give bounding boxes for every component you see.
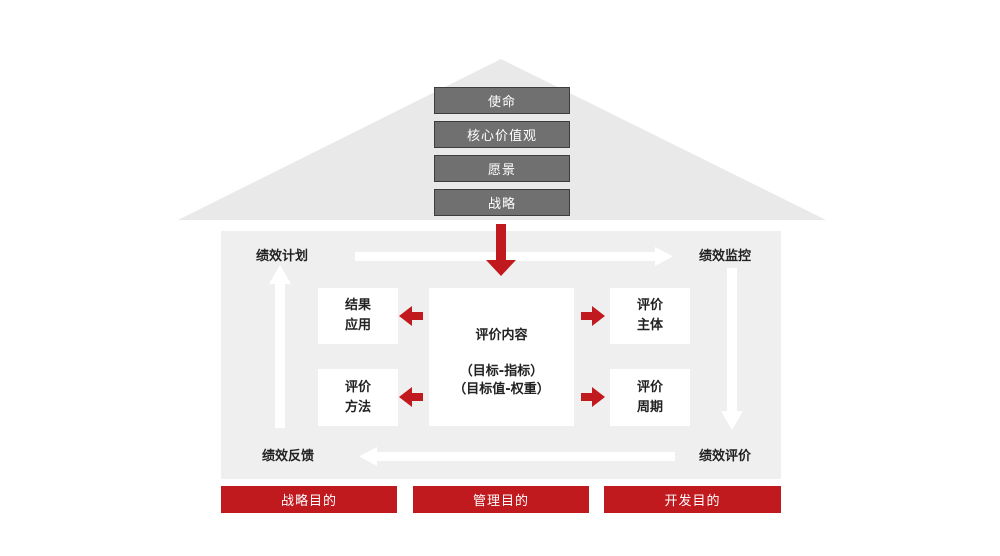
foundation-strategic-purpose: 战略目的	[221, 486, 397, 513]
foundation-management-purpose: 管理目的	[413, 486, 589, 513]
box-evaluation-subject-line1: 评价	[636, 298, 663, 313]
box-evaluation-method: 评价 方法	[318, 369, 398, 426]
roof-item-core-values: 核心价值观	[434, 121, 570, 148]
roof-item-strategy: 战略	[434, 189, 570, 216]
box-evaluation-subject: 评价 主体	[610, 288, 690, 344]
box-evaluation-content: 评价内容 （目标-指标） （目标值-权重）	[429, 288, 574, 426]
box-evaluation-period-line1: 评价	[636, 379, 663, 395]
evaluation-content-line1: （目标-指标）	[459, 364, 544, 379]
box-result-application: 结果 应用	[318, 288, 398, 344]
box-evaluation-period: 评价 周期	[610, 369, 690, 426]
label-performance-feedback: 绩效反馈	[262, 449, 315, 464]
evaluation-content-title: 评价内容	[475, 328, 528, 343]
box-result-application-line1: 结果	[344, 298, 371, 313]
roof-item-mission: 使命	[434, 87, 570, 114]
box-evaluation-method-line2: 方法	[344, 399, 371, 415]
roof-item-vision: 愿景	[434, 155, 570, 182]
box-evaluation-method-line1: 评价	[344, 379, 371, 395]
box-evaluation-subject-line2: 主体	[636, 318, 663, 333]
evaluation-content-line2: （目标值-权重）	[453, 382, 550, 397]
box-evaluation-period-line2: 周期	[636, 399, 663, 415]
label-performance-evaluation: 绩效评价	[699, 449, 752, 464]
box-result-application-line2: 应用	[344, 318, 371, 333]
foundation-development-purpose: 开发目的	[604, 486, 781, 513]
label-performance-plan: 绩效计划	[256, 249, 309, 264]
label-performance-monitor: 绩效监控	[699, 249, 752, 264]
